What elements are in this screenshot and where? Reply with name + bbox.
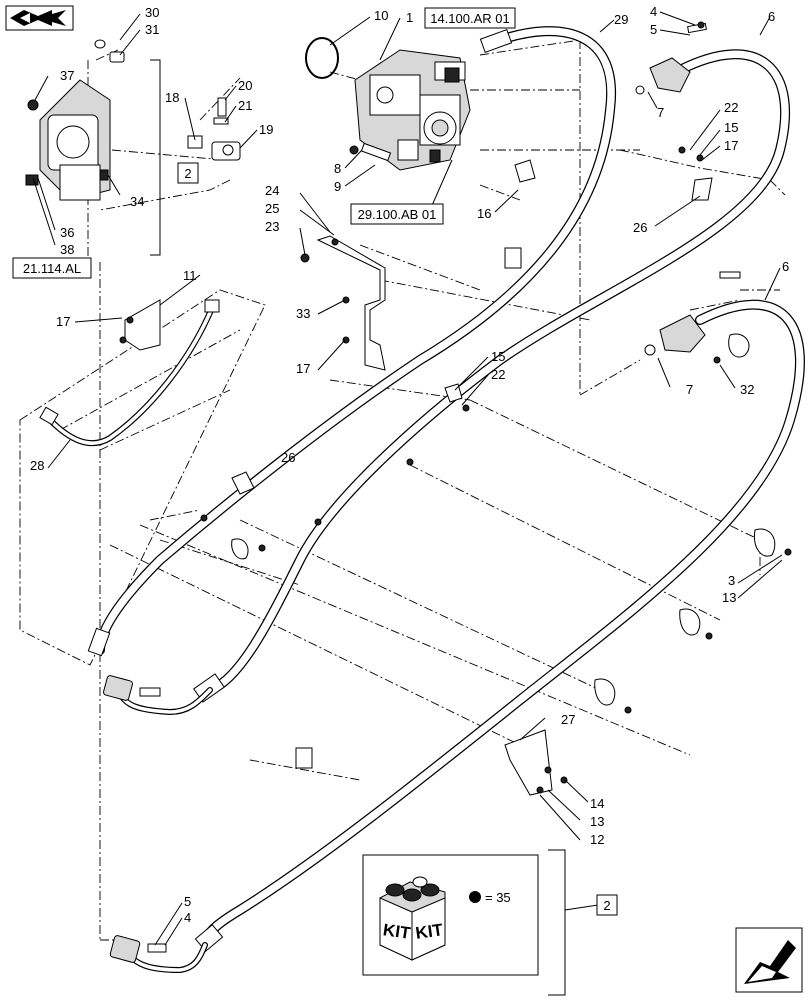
hose-6-lower[interactable] [194, 299, 805, 952]
callout-9: 9 [334, 179, 341, 194]
callout-18: 18 [165, 90, 179, 105]
callout-27: 27 [561, 712, 575, 727]
ref-29100-text: 29.100.AB 01 [358, 207, 437, 222]
callout-3: 3 [728, 573, 735, 588]
callout-25: 25 [265, 201, 279, 216]
fittings-18-21[interactable] [187, 97, 241, 161]
callout-5-top: 5 [650, 22, 657, 37]
callout-7-top: 7 [657, 105, 664, 120]
callout-28: 28 [30, 458, 44, 473]
bracket-11[interactable] [119, 299, 161, 351]
ref-box-21114[interactable] [12, 257, 92, 279]
callout-15-mid: 15 [491, 349, 505, 364]
callout-4-top: 4 [650, 4, 657, 19]
tube-fitting-lower[interactable] [109, 935, 208, 974]
kit-bullet-eq: = 35 [485, 890, 511, 905]
ref-box-2-bottom[interactable] [596, 894, 618, 916]
clamps[interactable] [231, 159, 776, 706]
callout-5-bottom: 5 [184, 894, 191, 909]
ref-box-14100[interactable] [424, 7, 516, 29]
callout-labels: 30 31 37 18 20 21 19 34 36 38 10 1 8 9 1… [30, 4, 789, 925]
bracket-24[interactable] [300, 235, 386, 371]
callout-26-right: 26 [633, 220, 647, 235]
callout-19: 19 [259, 122, 273, 137]
callout-8: 8 [334, 161, 341, 176]
callout-17-top: 17 [724, 138, 738, 153]
ref-2-top-text: 2 [184, 166, 191, 181]
electrical-connectors[interactable] [295, 247, 522, 769]
hydraulic-pump[interactable] [354, 49, 471, 171]
callout-29: 29 [614, 12, 628, 27]
callout-32: 32 [740, 382, 754, 397]
callout-1: 1 [406, 10, 413, 25]
construction-lines [19, 39, 786, 941]
callout-13-bottom: 13 [590, 814, 604, 829]
ref-2-bottom-text: 2 [603, 898, 610, 913]
ref-box-2-top[interactable] [177, 162, 199, 184]
ref-14100-text: 14.100.AR 01 [430, 11, 510, 26]
callout-36: 36 [60, 225, 74, 240]
tube-fitting-upper[interactable] [103, 675, 213, 716]
callout-23: 23 [265, 219, 279, 234]
callout-22-top: 22 [724, 100, 738, 115]
bolt-8-9[interactable] [349, 142, 392, 162]
callout-6-top: 6 [768, 9, 775, 24]
callout-26-mid: 26 [281, 450, 295, 465]
callout-10: 10 [374, 8, 388, 23]
callout-21: 21 [238, 98, 252, 113]
callout-15-top: 15 [724, 120, 738, 135]
callout-7-mid: 7 [686, 382, 693, 397]
callout-17-mid: 17 [296, 361, 310, 376]
kit-box[interactable] [362, 854, 539, 976]
callout-33: 33 [296, 306, 310, 321]
book-arrow-icon[interactable] [5, 5, 74, 31]
kit-label-right: KIT [414, 920, 444, 943]
callout-30: 30 [145, 5, 159, 20]
callout-11: 11 [183, 268, 197, 283]
kit-label-left: KIT [382, 920, 412, 943]
callout-12: 12 [590, 832, 604, 847]
bracket-27[interactable] [504, 729, 553, 796]
leader-lines [32, 11, 783, 996]
callout-31: 31 [145, 22, 159, 37]
hose-29[interactable] [87, 26, 617, 657]
callout-6-mid: 6 [782, 259, 789, 274]
callout-17-left: 17 [56, 314, 70, 329]
hose-6-upper[interactable] [193, 49, 791, 703]
callout-38: 38 [60, 242, 74, 257]
callout-16: 16 [477, 206, 491, 221]
callout-13-right: 13 [722, 590, 736, 605]
small-hardware[interactable] [200, 21, 792, 784]
next-page-arrow-icon[interactable] [735, 927, 803, 993]
callout-20: 20 [238, 78, 252, 93]
callout-34: 34 [130, 194, 144, 209]
callout-22-mid: 22 [491, 367, 505, 382]
ref-21114-text: 21.114.AL [23, 261, 81, 276]
callout-37: 37 [60, 68, 74, 83]
motor-assembly-34[interactable] [25, 79, 111, 201]
ref-box-29100[interactable] [350, 203, 444, 225]
o-ring-10[interactable] [305, 37, 339, 79]
tube-28[interactable] [39, 299, 220, 447]
callout-4-bottom: 4 [184, 910, 191, 925]
callout-24: 24 [265, 183, 279, 198]
hose-end-fitting-lower[interactable] [644, 271, 741, 356]
callout-14: 14 [590, 796, 604, 811]
